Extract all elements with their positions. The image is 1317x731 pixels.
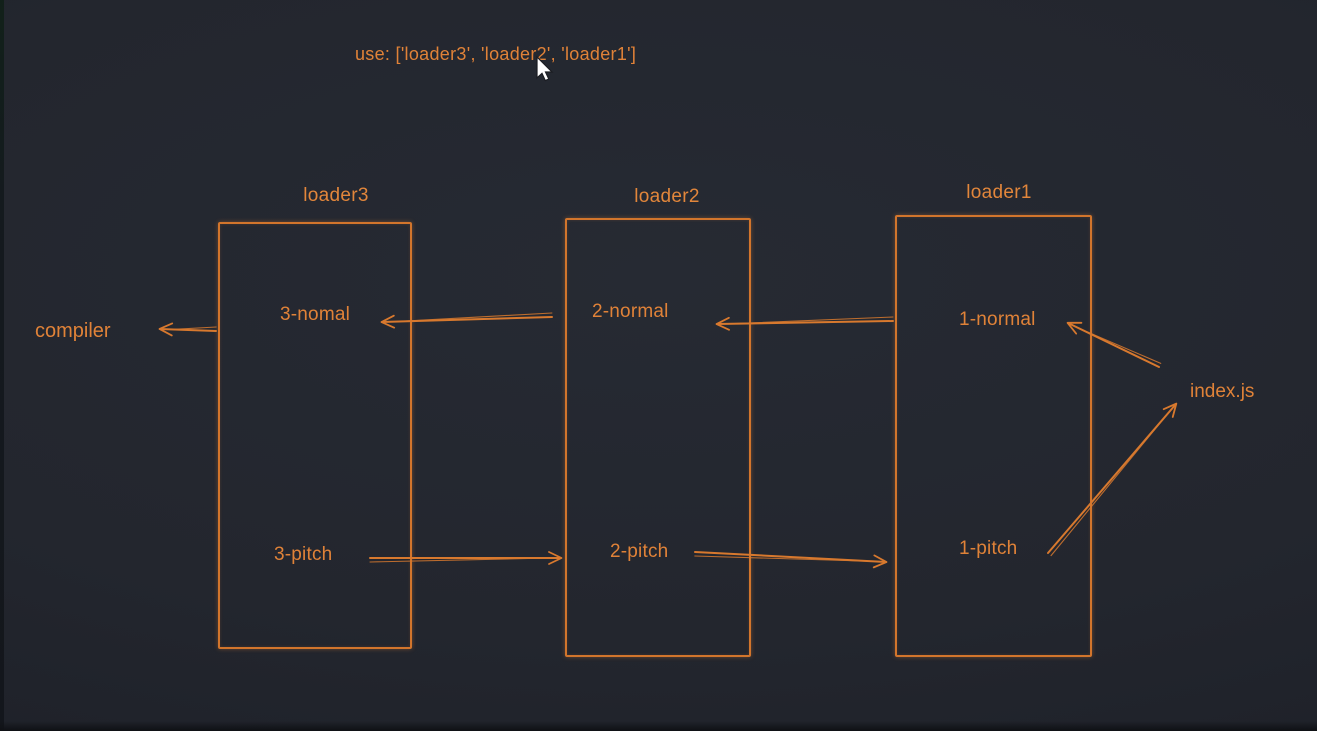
loader2-pitch-label: 2-pitch [610, 541, 669, 562]
loader3-box: 3-nomal 3-pitch [218, 222, 412, 649]
loader3-normal-label: 3-nomal [280, 304, 351, 325]
use-array-code-text: use: ['loader3', 'loader2', 'loader1'] [355, 44, 637, 64]
bottom-shade [0, 721, 1317, 731]
loader1-box: 1-normal 1-pitch [895, 215, 1092, 657]
loader3-pitch-label: 3-pitch [274, 544, 333, 565]
loader1-normal-label: 1-normal [959, 309, 1036, 330]
compiler-label: compiler [35, 320, 111, 342]
loader2-normal-label: 2-normal [592, 301, 669, 322]
loader1-title: loader1 [966, 182, 1032, 203]
loader3-title: loader3 [303, 185, 369, 206]
left-edge-video-artifact [0, 0, 4, 731]
loader2-box: 2-normal 2-pitch [565, 218, 751, 657]
indexjs-label: index.js [1190, 381, 1255, 402]
arrow-loader3-normal-to-compiler [158, 322, 217, 337]
loader1-pitch-label: 1-pitch [959, 538, 1018, 559]
loader2-title: loader2 [634, 186, 700, 207]
